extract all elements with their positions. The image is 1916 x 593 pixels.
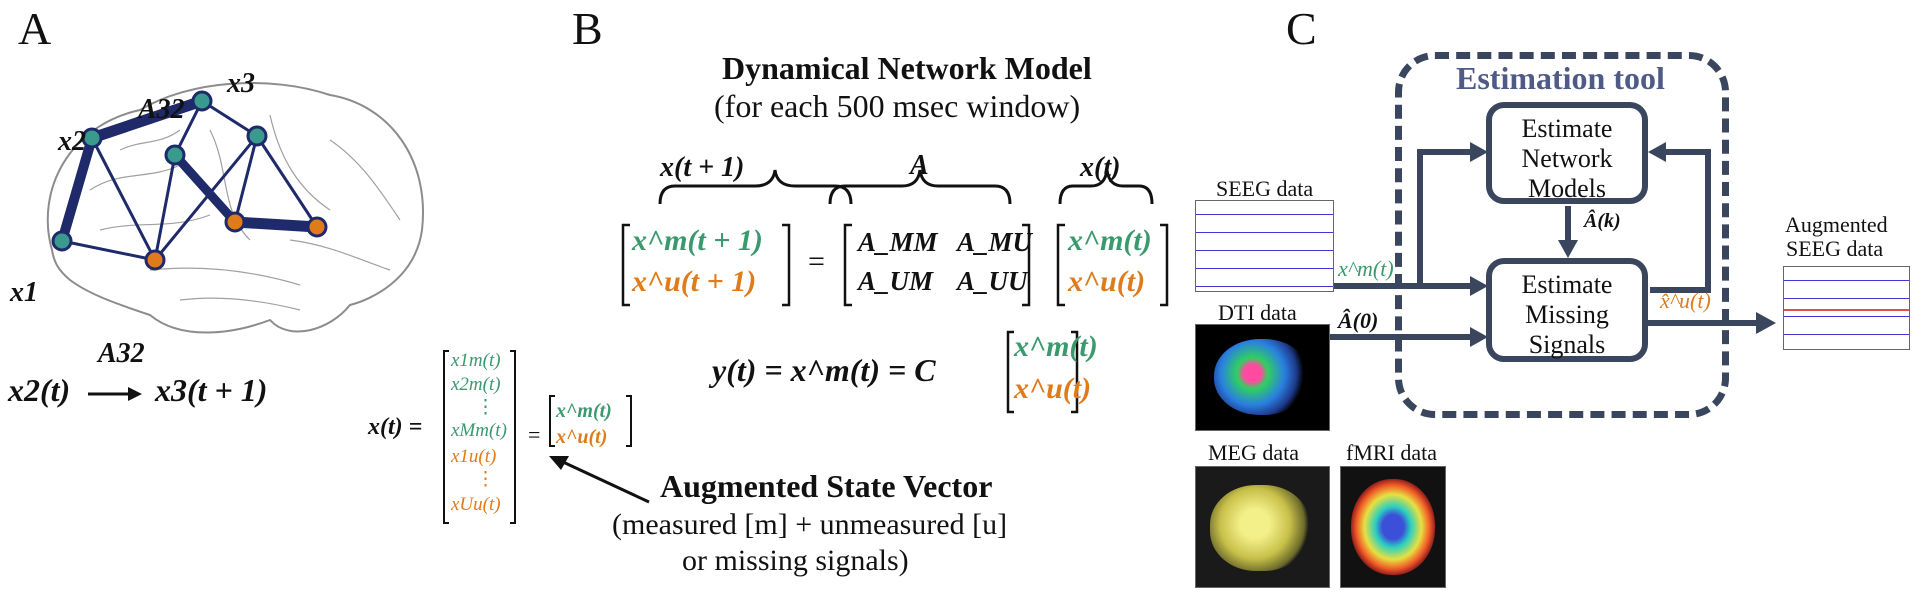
brace-label-xt1: x(t + 1) [660,152,745,183]
box-bottom-line3: Signals [1528,330,1606,359]
matrix-brackets [621,223,1169,307]
meg-thumbnail [1195,466,1330,588]
node-4 [164,144,186,166]
state-pointer-arrow [549,456,650,504]
network-edges [57,95,323,262]
box-bottom-line1: Estimate [1521,270,1613,299]
node-label-x2: x2 [58,126,86,157]
node-label-x1: x1 [10,277,38,308]
seeg-label: SEEG data [1216,176,1314,201]
seeg-thumbnail [1195,200,1334,292]
lhs-measured: x^m(t + 1) [632,224,763,257]
estimation-tool-title: Estimation tool [1450,60,1671,97]
brain-network-graph [46,82,424,334]
obs-measured: x^m(t) [1014,330,1098,363]
node-x3 [191,90,213,112]
brain-outline [46,82,424,334]
equals-sign-1: = [808,245,825,278]
equals-sign-2: = [528,422,541,447]
obs-brackets [1006,330,1079,414]
state-x2m: x2m(t) [451,374,501,395]
top-braces [658,169,1154,205]
node-5 [246,125,268,147]
node-label-x3: x3 [227,68,255,99]
a-mm: A_MM [858,227,938,257]
node-8 [306,216,328,238]
state-ellipsis-m: ⋮ [476,397,495,418]
box-top-line2: Network [1521,144,1613,173]
network-nodes [51,90,328,271]
state-x1m: x1m(t) [451,350,501,371]
xm-input-label: x^m(t) [1338,256,1394,281]
state-ellipsis-u: ⋮ [476,469,495,490]
fmri-thumbnail [1340,466,1446,588]
panel-label-a: A [18,3,52,54]
augmented-seeg-label2: SEEG data [1786,236,1884,261]
transition-source: x2(t) [8,372,71,408]
xu-output-label: x̂^u(t) [1660,288,1711,313]
lhs-unmeasured: x^u(t + 1) [632,265,757,298]
brain-sulci [89,114,401,311]
state-unmeasured-block: x^u(t) [556,426,608,448]
box-top-line1: Estimate [1521,114,1613,143]
arrow-feedback [1650,149,1711,293]
observation-equation: y(t) = x^m(t) = C [712,352,936,388]
box-top-line3: Models [1528,174,1606,203]
model-title: Dynamical Network Model [722,50,1092,86]
dti-label: DTI data [1218,300,1297,325]
arrow-to-network-models [1417,149,1472,286]
state-measured-block: x^m(t) [556,400,612,422]
estimate-network-models-box: Estimate Network Models [1486,102,1648,204]
dti-thumbnail [1195,324,1330,431]
node-x2 [81,127,103,149]
flow-arrows [1330,142,1776,347]
ahat-0-label: Â(0) [1338,308,1379,333]
brace-label-a: A [910,150,929,181]
node-x1 [51,230,73,252]
panel-label-b: B [572,3,603,54]
state-vector-brackets [443,350,632,524]
a-um: A_UM [858,266,934,296]
edge-label-a32-top: A32 [138,94,185,125]
augmented-seeg-label1: Augmented [1785,212,1888,237]
rhs-measured: x^m(t) [1068,224,1152,257]
transition-arrow [88,387,142,401]
state-x1u: x1u(t) [451,446,497,467]
augmented-sub1: (measured [m] + unmeasured [u] [612,508,1008,541]
rhs-unmeasured: x^u(t) [1068,265,1146,298]
model-subtitle: (for each 500 msec window) [714,88,1081,124]
state-xMm: xMm(t) [451,420,507,441]
node-7 [224,211,246,233]
estimate-missing-signals-box: Estimate Missing Signals [1486,258,1648,362]
a-uu: A_UU [957,266,1028,296]
state-xUu: xUu(t) [451,494,501,515]
estimation-tool-box [1395,52,1729,418]
brace-label-xt: x(t) [1080,152,1121,183]
node-6 [144,249,166,271]
box-bottom-line2: Missing [1525,300,1609,329]
ahat-k-label: Â(k) [1584,210,1621,232]
augmented-title: Augmented State Vector [660,468,993,504]
transition-target: x3(t + 1) [155,372,268,408]
augmented-seeg-thumbnail [1783,266,1910,350]
fmri-label: fMRI data [1346,440,1438,465]
state-vector-label: x(t) = [368,414,423,440]
meg-label: MEG data [1208,440,1300,465]
augmented-sub2: or missing signals) [682,544,909,577]
panel-label-c: C [1286,3,1317,54]
a-mu: A_MU [957,227,1033,257]
edge-label-a32-bottom: A32 [98,338,145,369]
obs-unmeasured: x^u(t) [1014,372,1092,405]
